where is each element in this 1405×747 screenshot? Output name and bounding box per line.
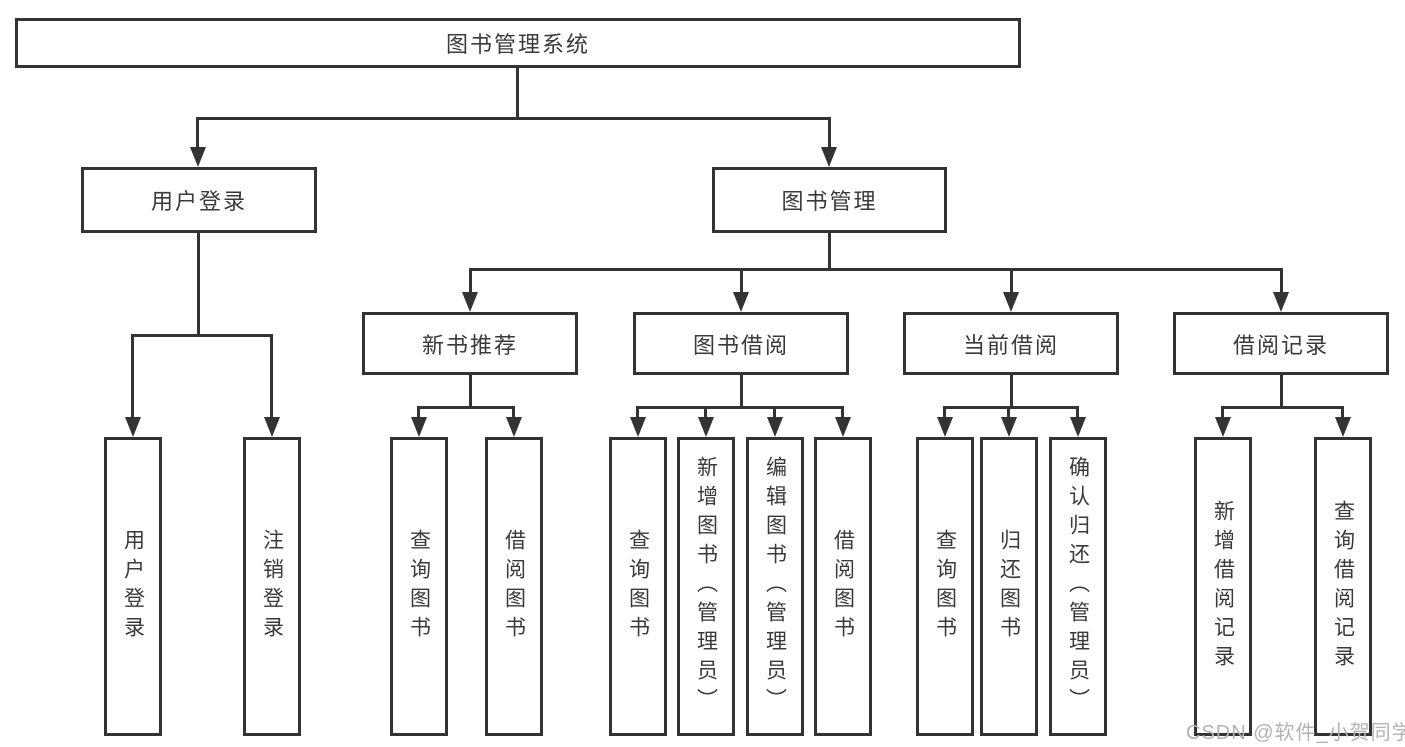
connector-drop-leaf [841,406,844,420]
connector-drop-leaf [1076,406,1079,420]
connector-rec-stem [469,375,472,406]
node-root: 图书管理系统 [15,18,1021,68]
leaf-bb-add-books-admin: 新增图书（管理员） [677,437,735,736]
connector-br-branch [1221,406,1344,409]
leaf-user-login: 用户登录 [104,437,162,736]
arrow-down-icon [190,147,206,167]
leaf-cb-confirm-return-admin: 确认归还（管理员） [1049,437,1107,736]
leaf-bb-edit-books-admin: 编辑图书（管理员） [746,437,804,736]
connector-root-stem [516,68,519,117]
arrow-down-icon [1215,417,1231,437]
arrow-down-icon [1003,292,1019,312]
arrow-down-icon [835,417,851,437]
connector-drop-leaf [943,406,946,420]
node-book-management: 图书管理 [712,167,947,233]
connector-drop-leaf [512,406,515,420]
leaf-cb-return-books: 归还图书 [980,437,1038,736]
connector-book-mgmt-stem [828,233,831,268]
leaf-logout: 注销登录 [243,437,301,736]
connector-bb-branch [636,406,843,409]
arrow-down-icon [767,417,783,437]
connector-drop-l3 [469,268,472,296]
connector-user-login-stem [197,233,200,334]
node-book-borrow: 图书借阅 [633,312,849,375]
leaf-bb-query-books: 查询图书 [609,437,667,736]
connector-drop-l3 [1010,268,1013,296]
connector-drop-leaf [1007,406,1010,420]
node-current-borrow: 当前借阅 [903,312,1119,375]
node-borrow-records: 借阅记录 [1173,312,1389,375]
node-user-login: 用户登录 [81,167,317,233]
arrow-down-icon [937,417,953,437]
connector-drop-leaf [270,334,273,420]
connector-drop-l3 [1280,268,1283,296]
arrow-down-icon [125,417,141,437]
arrow-down-icon [630,417,646,437]
connector-bb-stem [740,375,743,406]
connector-cb-branch [943,406,1079,409]
watermark: CSDN @软件_小贺同学 [1186,722,1405,744]
connector-cb-stem [1010,375,1013,406]
connector-drop-leaf [1221,406,1224,420]
leaf-rec-query-books: 查询图书 [390,437,448,736]
arrow-down-icon [411,417,427,437]
arrow-down-icon [733,292,749,312]
arrow-down-icon [264,417,280,437]
arrow-down-icon [1001,417,1017,437]
arrow-down-icon [462,292,478,312]
arrow-down-icon [506,417,522,437]
connector-drop-leaf [1341,406,1344,420]
leaf-br-query-record: 查询借阅记录 [1314,437,1372,736]
leaf-rec-borrow-books: 借阅图书 [485,437,543,736]
connector-drop-user-login [196,117,199,150]
connector-drop-leaf [131,334,134,420]
leaf-br-add-record: 新增借阅记录 [1194,437,1252,736]
connector-drop-leaf [636,406,639,420]
connector-drop-book-mgmt [828,117,831,150]
connector-drop-leaf [773,406,776,420]
leaf-bb-borrow-books: 借阅图书 [814,437,872,736]
arrow-down-icon [1273,292,1289,312]
connector-level1-branch [196,117,831,120]
connector-drop-leaf [417,406,420,420]
arrow-down-icon [1070,417,1086,437]
arrow-down-icon [1335,417,1351,437]
node-new-book-recommend: 新书推荐 [362,312,578,375]
connector-level3-branch [469,268,1283,271]
connector-rec-branch [417,406,515,409]
connector-drop-leaf [704,406,707,420]
connector-user-login-branch [131,334,273,337]
connector-br-stem [1280,375,1283,406]
leaf-cb-query-books: 查询图书 [916,437,974,736]
connector-drop-l3 [740,268,743,296]
arrow-down-icon [698,417,714,437]
arrow-down-icon [821,147,837,167]
